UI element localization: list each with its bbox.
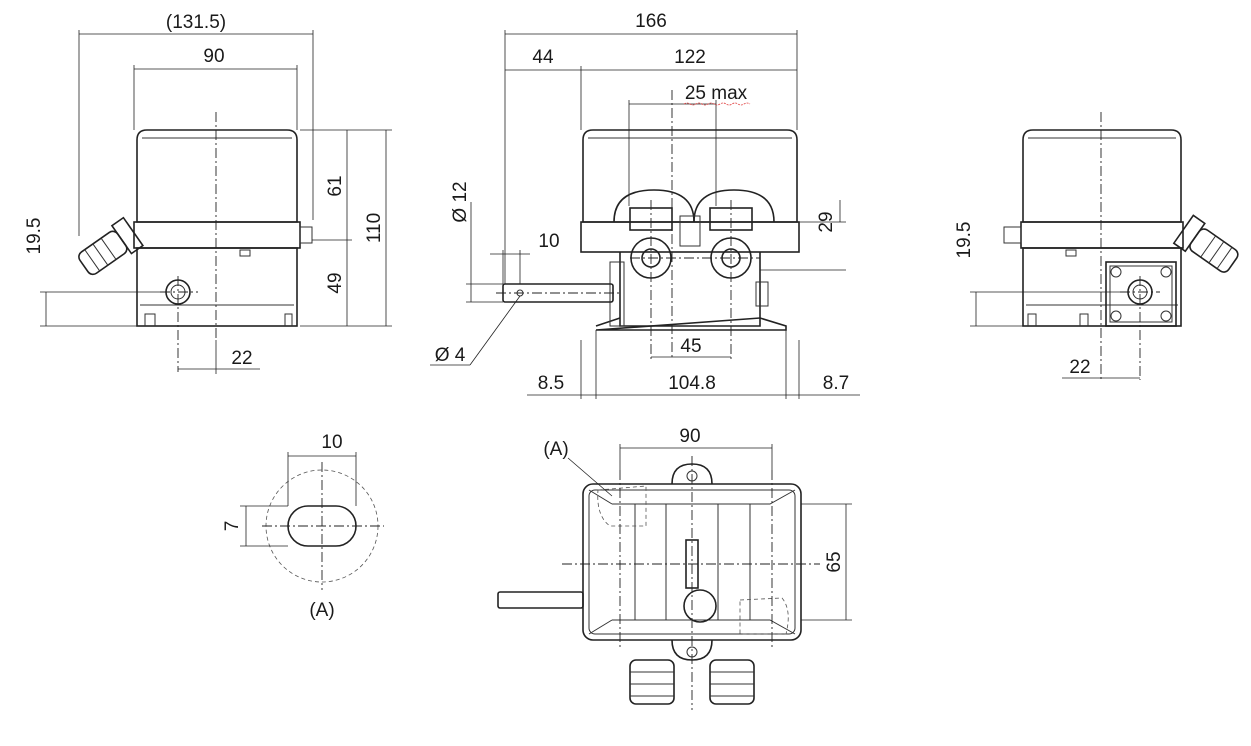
front-body-width-label: 122: [674, 47, 706, 68]
front-left-margin-label: 8.5: [538, 373, 564, 394]
front-overall-width-label: 166: [635, 11, 667, 32]
left-upper-height-label: 61: [325, 175, 346, 196]
front-lever-tip-label: 10: [538, 231, 559, 252]
front-right-margin-label: 8.7: [823, 373, 849, 394]
right-offset-height-label: 19.5: [954, 222, 975, 259]
left-overall-height-label: 110: [364, 213, 385, 243]
top-view: 90 65 (A): [497, 426, 852, 710]
front-hole-diameter-label: Ø 4: [435, 345, 466, 366]
top-hole-spacing-label: 90: [679, 426, 700, 447]
detail-height-label: 7: [222, 521, 243, 532]
front-lever-diameter-label: Ø 12: [450, 181, 471, 222]
left-side-view: (131.5) 90 61 110 49 19.5 22: [24, 12, 392, 374]
detail-width-label: 10: [321, 432, 342, 453]
detail-label: (A): [309, 600, 334, 621]
front-gland-height-label: 29: [816, 211, 837, 232]
front-base-width-label: 104.8: [668, 373, 716, 394]
top-callout-label: (A): [543, 439, 568, 460]
left-offset-height-label: 19.5: [24, 218, 45, 255]
front-gland-pitch-label: 45: [680, 336, 701, 357]
left-lower-height-label: 49: [325, 272, 346, 293]
front-view: 166 44 122 25 max 29 Ø 12 10 Ø 4 45 8.5 …: [430, 11, 860, 399]
detail-a-view: 10 7 (A): [222, 432, 384, 621]
front-lever-length-label: 44: [532, 47, 554, 68]
right-bottom-offset-label: 22: [1069, 357, 1090, 378]
left-overall-width-label: (131.5): [166, 12, 226, 33]
left-bottom-offset-label: 22: [231, 348, 252, 369]
left-body-width-label: 90: [203, 46, 224, 67]
top-hole-height-label: 65: [824, 551, 845, 572]
right-side-view: 19.5 22: [954, 112, 1239, 380]
front-gland-spacing-label: 25 max: [685, 83, 748, 104]
